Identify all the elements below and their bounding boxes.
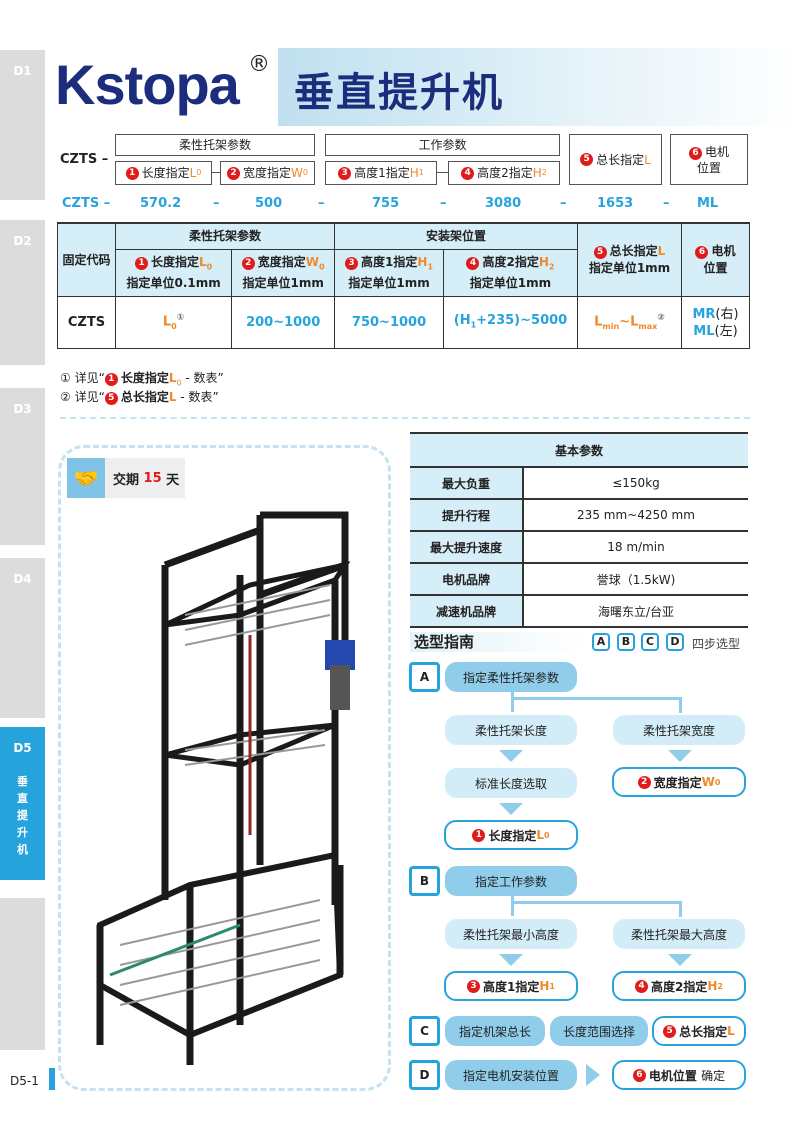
step-a-head: 指定柔性托架参数 <box>445 662 577 692</box>
th-flex-tray: 柔性托架参数 <box>114 222 336 250</box>
group-work-params: 工作参数 <box>325 134 560 156</box>
flow-motor-mount: 指定电机安装位置 <box>445 1060 577 1090</box>
flow-length-range: 长度范围选择 <box>550 1016 648 1046</box>
th-mount: 安装架位置 <box>334 222 578 250</box>
tab-label: D3 <box>13 402 32 416</box>
code-prefix: CZTS – <box>60 152 109 167</box>
page-number: D5-1 <box>10 1074 39 1088</box>
tab-label: D1 <box>13 64 32 78</box>
step-b: B <box>409 866 440 896</box>
product-image-frame <box>58 445 391 1091</box>
cell-length: L0① <box>114 296 233 350</box>
tab-d4[interactable]: D4 <box>0 558 45 718</box>
title-banner: 垂直提升机 <box>278 48 800 126</box>
guide-title: 选型指南 <box>410 632 585 652</box>
arrow-right-icon <box>586 1064 600 1086</box>
tab-label: D5 <box>13 741 32 755</box>
brand-logo: Kstopa <box>55 53 240 116</box>
delivery-badge: 🤝交期 15 天 <box>67 458 185 498</box>
flow-max-height: 柔性托架最大高度 <box>613 919 745 949</box>
tab-d1[interactable]: D1 <box>0 50 45 200</box>
th-fixed: 固定代码 <box>57 222 116 298</box>
step-badge-b: B <box>617 633 635 651</box>
step-a: A <box>409 662 440 692</box>
table-row: 最大负重≤150kg <box>410 467 748 500</box>
step-badge-d: D <box>666 633 684 651</box>
cell-height2: (H1+235)~5000 <box>442 296 579 350</box>
step-badge-a: A <box>592 633 610 651</box>
example-length: 570.2 <box>140 196 182 211</box>
group-flex-tray: 柔性托架参数 <box>115 134 315 156</box>
step-badge-c: C <box>641 633 659 651</box>
section-divider <box>60 417 750 419</box>
steps-label: 四步选型 <box>692 637 741 651</box>
basic-title: 基本参数 <box>410 432 748 468</box>
table-row: CZTS L0① 200~1000 750~1000 (H1+235)~5000… <box>57 296 750 350</box>
step-c: C <box>409 1016 440 1046</box>
flow-tray-width: 柔性托架宽度 <box>613 715 745 745</box>
cell-height1: 750~1000 <box>334 296 444 350</box>
tab-d2[interactable]: D2 <box>0 220 45 365</box>
flow-min-height: 柔性托架最小高度 <box>445 919 577 949</box>
page-title: 垂直提升机 <box>294 70 504 116</box>
tab-sublabel: 垂直提升机 <box>17 775 28 856</box>
tab-blank[interactable] <box>0 898 45 1050</box>
tab-label: D2 <box>13 234 32 248</box>
cell-width: 200~1000 <box>231 296 336 350</box>
table-row: 减速机品牌海曙东立/台亚 <box>410 595 748 628</box>
tab-d3[interactable]: D3 <box>0 388 45 545</box>
example-width: 500 <box>255 196 283 211</box>
vertical-lift-machine-image <box>96 511 355 1065</box>
cell-code: CZTS <box>57 296 116 350</box>
tab-label: D4 <box>13 572 32 586</box>
tab-d5[interactable]: D5 垂直提升机 <box>0 727 45 880</box>
cell-total-length: Lmin~Lmax② <box>577 296 682 350</box>
step-d: D <box>409 1060 440 1090</box>
cell-motor: MR(右)ML(左) <box>681 296 750 350</box>
example-height1: 755 <box>372 196 400 211</box>
example-motor: ML <box>697 196 719 211</box>
handshake-icon: 🤝 <box>67 458 105 498</box>
flow-frame-length: 指定机架总长 <box>445 1016 545 1046</box>
flow-standard-length: 标准长度选取 <box>445 768 577 798</box>
flow-tray-length: 柔性托架长度 <box>445 715 577 745</box>
page-marker <box>49 1068 55 1090</box>
example-prefix: CZTS – <box>62 196 111 211</box>
step-b-head: 指定工作参数 <box>445 866 577 896</box>
example-total-length: 1653 <box>597 196 634 211</box>
example-height2: 3080 <box>485 196 522 211</box>
registered-mark: ® <box>248 52 270 77</box>
table-row: 电机品牌誉球（1.5kW) <box>410 563 748 596</box>
